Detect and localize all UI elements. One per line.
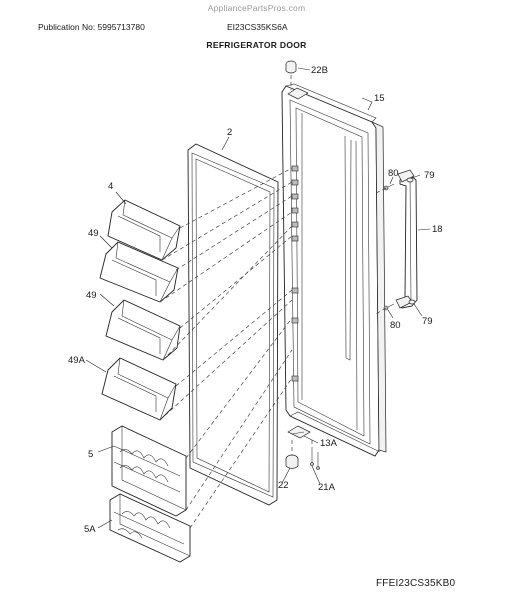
- door-handle-part-18[interactable]: [395, 169, 418, 309]
- callout-5: 5: [88, 449, 93, 460]
- model-number: EI23CS35KS6A: [227, 22, 288, 32]
- callout-15: 15: [374, 93, 385, 104]
- handle-plug-part-79-upper[interactable]: [406, 177, 414, 183]
- callout-22B: 22B: [311, 65, 328, 76]
- callout-18: 18: [432, 224, 443, 235]
- hinge-bushing-part-13A[interactable]: [287, 425, 311, 439]
- hinge-cap-part-22[interactable]: [285, 454, 299, 469]
- callout-79-upper: 79: [424, 170, 435, 181]
- callout-80-lower: 80: [390, 320, 401, 331]
- watermark: AppliancePartsPros.com: [207, 3, 306, 13]
- top-hinge-cap-part-22B[interactable]: [285, 60, 297, 74]
- door-bin-part-4[interactable]: [107, 199, 181, 261]
- callout-13A: 13A: [320, 438, 338, 449]
- callout-5A: 5A: [84, 524, 96, 535]
- callout-80-upper: 80: [388, 168, 399, 179]
- handle-plug-part-79-lower[interactable]: [408, 299, 416, 305]
- diagram-code: FFEI23CS35KB0: [376, 578, 456, 589]
- handle-screw-part-80-lower[interactable]: [383, 303, 395, 311]
- callout-49-upper: 49: [88, 228, 99, 239]
- leader-lines: [85, 67, 431, 529]
- callout-79-lower: 79: [422, 316, 433, 327]
- shelf-retainer-part-5A[interactable]: [109, 493, 191, 563]
- callout-49-lower: 49: [86, 290, 97, 301]
- callout-2: 2: [227, 127, 232, 138]
- callout-49A: 49A: [68, 355, 86, 366]
- door-gasket-part-2[interactable]: [187, 143, 279, 506]
- callout-21A: 21A: [318, 482, 336, 493]
- handle-screw-part-80-upper[interactable]: [383, 183, 395, 191]
- door-bin-part-49-upper[interactable]: [99, 241, 179, 303]
- door-frame-part-15[interactable]: [281, 83, 387, 457]
- door-bin-part-49A[interactable]: [101, 357, 177, 421]
- hinge-screws-part-21A[interactable]: [310, 448, 320, 470]
- alignment-lines: [159, 75, 387, 529]
- publication-number: Publication No: 5995713780: [38, 22, 145, 32]
- callout-22: 22: [278, 480, 289, 491]
- callout-4: 4: [108, 181, 113, 192]
- diagram-title: REFRIGERATOR DOOR: [206, 40, 307, 50]
- callout-labels: 22B 15 2 4 49 49 49A 80 79 18 80 79 5 13…: [68, 65, 443, 535]
- door-bin-part-49-lower[interactable]: [105, 299, 181, 361]
